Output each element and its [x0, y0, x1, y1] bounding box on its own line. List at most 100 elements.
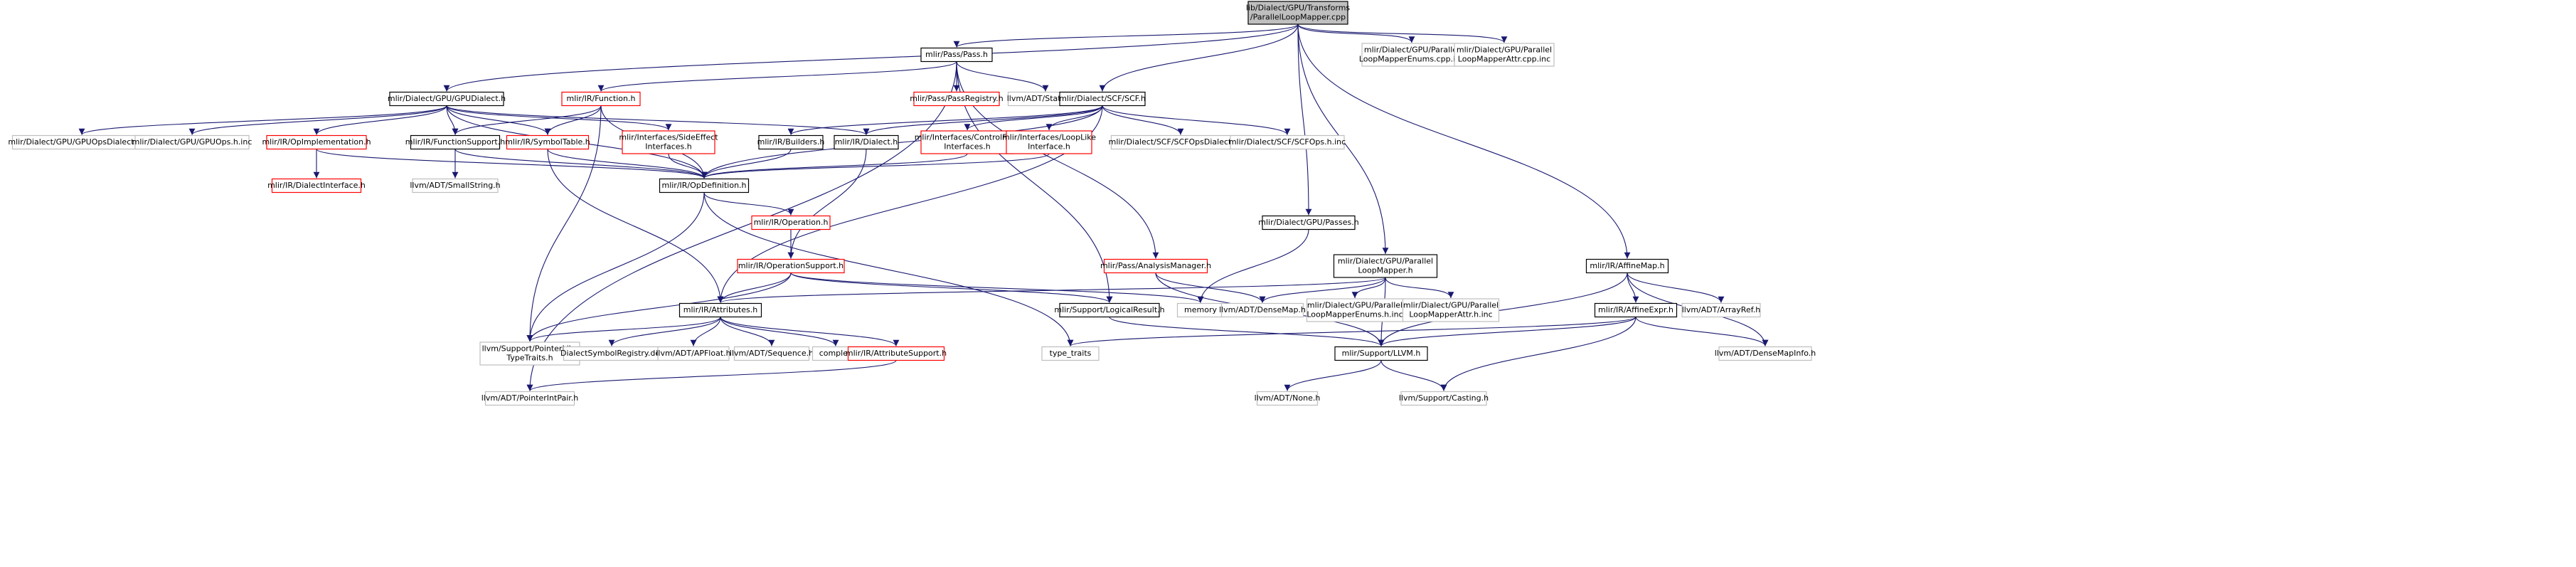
- node-box[interactable]: [1041, 346, 1100, 361]
- node-attrsupport[interactable]: mlir/IR/AttributeSupport.h: [846, 346, 947, 361]
- edge-opsupport-to-pointerlike: [526, 272, 792, 342]
- node-box[interactable]: [410, 134, 501, 150]
- node-box[interactable]: [1059, 91, 1146, 107]
- node-affinemap[interactable]: mlir/IR/AffineMap.h: [1585, 258, 1669, 274]
- node-opsupport[interactable]: mlir/IR/OperationSupport.h: [737, 258, 845, 274]
- node-box[interactable]: [1594, 302, 1678, 318]
- node-opdefinition[interactable]: mlir/IR/OpDefinition.h: [659, 178, 750, 194]
- node-funcsupport[interactable]: mlir/IR/FunctionSupport.h: [405, 134, 505, 150]
- node-densemap[interactable]: llvm/ADT/DenseMap.h: [1219, 302, 1306, 318]
- node-complex[interactable]: complex: [811, 346, 860, 361]
- node-densemapinfo[interactable]: llvm/ADT/DenseMapInfo.h: [1715, 346, 1816, 361]
- node-gpumapenums[interactable]: mlir/Dialect/GPU/ParallelLoopMapperEnums…: [1359, 43, 1464, 67]
- node-symboltable[interactable]: mlir/IR/SymbolTable.h: [505, 134, 590, 150]
- node-pointerintpair[interactable]: llvm/ADT/PointerIntPair.h: [481, 391, 579, 406]
- node-box[interactable]: [1306, 298, 1404, 322]
- node-gpumapenumshinc[interactable]: mlir/Dialect/GPU/ParallelLoopMapperEnums…: [1306, 298, 1404, 322]
- node-box[interactable]: [678, 302, 762, 318]
- node-gpumapattrhinc[interactable]: mlir/Dialect/GPU/ParallelLoopMapperAttr.…: [1402, 298, 1500, 322]
- node-box[interactable]: [1220, 302, 1304, 318]
- edge-symboltable-to-attributes: [547, 149, 724, 303]
- node-logicalresult[interactable]: mlir/Support/LogicalResult.h: [1054, 302, 1165, 318]
- node-memory[interactable]: memory: [1176, 302, 1225, 318]
- node-arrayref[interactable]: llvm/ADT/ArrayRef.h: [1681, 302, 1761, 318]
- node-box[interactable]: [479, 341, 580, 366]
- node-llvmh[interactable]: mlir/Support/LLVM.h: [1334, 346, 1428, 361]
- node-box[interactable]: [622, 130, 715, 154]
- node-box[interactable]: [1681, 302, 1761, 318]
- node-dialectinterface[interactable]: mlir/IR/DialectInterface.h: [267, 178, 366, 194]
- node-box[interactable]: [913, 91, 1000, 107]
- node-box[interactable]: [758, 134, 824, 150]
- node-box[interactable]: [1454, 43, 1555, 67]
- node-box[interactable]: [659, 178, 750, 194]
- node-gpuopsdialectinc[interactable]: mlir/Dialect/GPU/GPUOpsDialect.h.inc: [8, 134, 156, 150]
- node-dialectsymreg[interactable]: DialectSymbolRegistry.def: [560, 346, 664, 361]
- node-affineexpr[interactable]: mlir/IR/AffineExpr.h: [1594, 302, 1678, 318]
- node-box[interactable]: [1006, 130, 1092, 154]
- node-none[interactable]: llvm/ADT/None.h: [1255, 391, 1321, 406]
- node-box[interactable]: [412, 178, 499, 194]
- node-opimpl[interactable]: mlir/IR/OpImplementation.h: [262, 134, 371, 150]
- node-scf[interactable]: mlir/Dialect/SCF/SCF.h: [1059, 91, 1146, 107]
- node-box[interactable]: [657, 346, 730, 361]
- node-box[interactable]: [1718, 346, 1812, 361]
- node-operation[interactable]: mlir/IR/Operation.h: [751, 215, 831, 230]
- node-box[interactable]: [271, 178, 362, 194]
- node-box[interactable]: [920, 130, 1014, 154]
- node-box[interactable]: [1334, 346, 1428, 361]
- node-box[interactable]: [847, 346, 945, 361]
- node-box[interactable]: [1262, 215, 1356, 230]
- node-gpupasses[interactable]: mlir/Dialect/GPU/Passes.h: [1258, 215, 1359, 230]
- node-label: mlir/IR/FunctionSupport.h: [405, 137, 505, 147]
- node-gpudialect[interactable]: mlir/Dialect/GPU/GPUDialect.h: [388, 91, 506, 107]
- node-box[interactable]: [1230, 134, 1345, 150]
- node-box[interactable]: [1256, 391, 1319, 406]
- node-gpuopsinc[interactable]: mlir/Dialect/GPU/GPUOps.h.inc: [132, 134, 252, 150]
- node-box[interactable]: [737, 258, 845, 274]
- node-box[interactable]: [1402, 298, 1500, 322]
- node-box[interactable]: [484, 391, 575, 406]
- node-box[interactable]: [920, 47, 993, 63]
- node-casting[interactable]: llvm/Support/Casting.h: [1399, 391, 1489, 406]
- node-analysismgr[interactable]: mlir/Pass/AnalysisManager.h: [1100, 258, 1211, 274]
- node-smallstring[interactable]: llvm/ADT/SmallString.h: [410, 178, 501, 194]
- node-box[interactable]: [134, 134, 250, 150]
- node-box[interactable]: [1059, 302, 1160, 318]
- node-box[interactable]: [506, 134, 590, 150]
- node-box[interactable]: [751, 215, 831, 230]
- node-label: lib/Dialect/GPU/Transforms: [1246, 4, 1351, 13]
- edge-affineexpr-to-densemapinfo: [1635, 317, 1769, 346]
- node-scfopsdialectinc[interactable]: mlir/Dialect/SCF/SCFOpsDialect.h.inc: [1109, 134, 1253, 150]
- node-gpuplmapper[interactable]: mlir/Dialect/GPU/ParallelLoopMapper.h: [1333, 254, 1438, 278]
- node-irdialect[interactable]: mlir/IR/Dialect.h: [834, 134, 899, 150]
- node-attributes[interactable]: mlir/IR/Attributes.h: [678, 302, 762, 318]
- node-box[interactable]: [834, 134, 899, 150]
- node-box[interactable]: [733, 346, 810, 361]
- node-gpumapattrcpp[interactable]: mlir/Dialect/GPU/ParallelLoopMapperAttr.…: [1454, 43, 1555, 67]
- edge-scf-to-scfopsdialectinc: [1102, 105, 1184, 135]
- node-passregistry[interactable]: mlir/Pass/PassRegistry.h: [910, 91, 1004, 107]
- node-box[interactable]: [1361, 43, 1462, 67]
- node-box[interactable]: [266, 134, 367, 150]
- node-scfopsinc[interactable]: mlir/Dialect/SCF/SCFOps.h.inc: [1229, 134, 1346, 150]
- node-pass[interactable]: mlir/Pass/Pass.h: [920, 47, 993, 63]
- node-builders[interactable]: mlir/IR/Builders.h: [757, 134, 825, 150]
- node-box[interactable]: [1103, 258, 1208, 274]
- node-box[interactable]: [561, 91, 641, 107]
- node-box[interactable]: [389, 91, 504, 107]
- node-box[interactable]: [1585, 258, 1669, 274]
- node-label: llvm/ADT/APFloat.h: [656, 349, 730, 358]
- node-function[interactable]: mlir/IR/Function.h: [561, 91, 641, 107]
- node-apfloat[interactable]: llvm/ADT/APFloat.h: [656, 346, 731, 361]
- node-box[interactable]: [1333, 254, 1438, 278]
- node-box[interactable]: [1400, 391, 1487, 406]
- node-root[interactable]: lib/Dialect/GPU/Transforms/ParallelLoopM…: [1246, 1, 1351, 25]
- node-sequence[interactable]: llvm/ADT/Sequence.h: [730, 346, 814, 361]
- node-box[interactable]: [1247, 1, 1348, 25]
- node-typetraits[interactable]: type_traits: [1041, 346, 1100, 361]
